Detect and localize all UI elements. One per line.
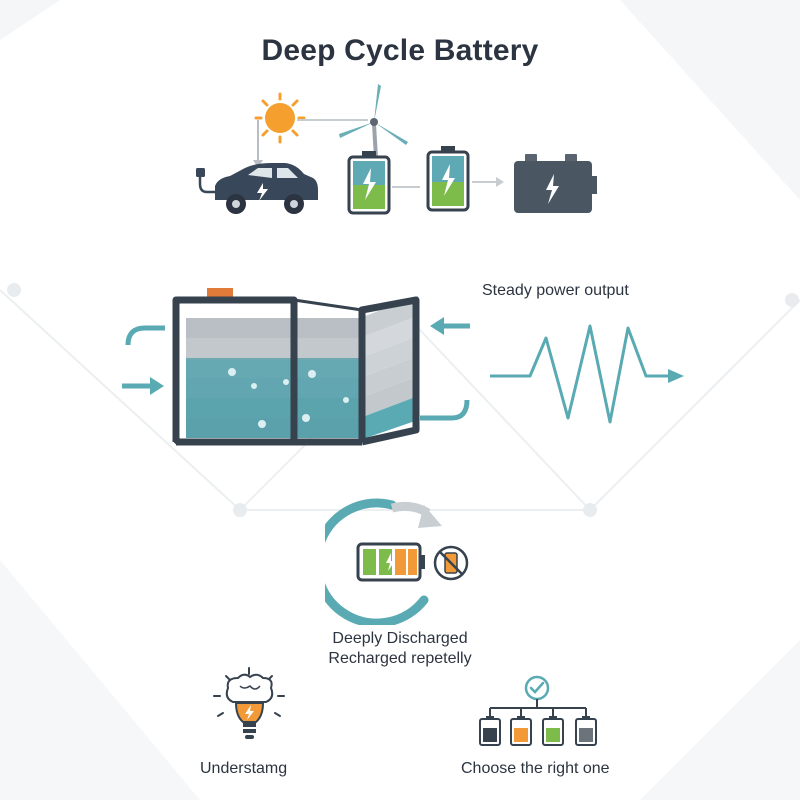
battery-icon [510, 716, 532, 746]
wind-turbine-icon [339, 84, 408, 159]
battery-choice-tree [479, 675, 597, 746]
battery-icon [426, 146, 470, 212]
choose-label: Choose the right one [461, 760, 610, 777]
battery-icon [479, 716, 501, 746]
no-battery-icon [433, 545, 469, 581]
battery-icon [575, 716, 597, 746]
battery-cross-section [122, 288, 470, 446]
steady-output-label: Steady power output [482, 282, 629, 299]
car-battery-icon [514, 154, 597, 213]
page-title: Deep Cycle Battery [261, 34, 539, 67]
checkmark-icon [524, 675, 550, 701]
battery-icon [347, 151, 391, 215]
discharge-recharge-cycle [325, 498, 469, 625]
cycle-label-line2: Recharged repetelly [328, 650, 472, 667]
sun-icon [254, 92, 306, 144]
battery-icon [542, 716, 564, 746]
understand-label: Understamg [200, 760, 288, 777]
battery-icon [356, 542, 425, 582]
power-waveform [490, 324, 684, 424]
brain-lightbulb-icon [213, 667, 285, 739]
electric-car-icon [196, 163, 318, 214]
cycle-label-line1: Deeply Discharged [332, 630, 468, 647]
energy-flow-illustration [196, 84, 597, 215]
